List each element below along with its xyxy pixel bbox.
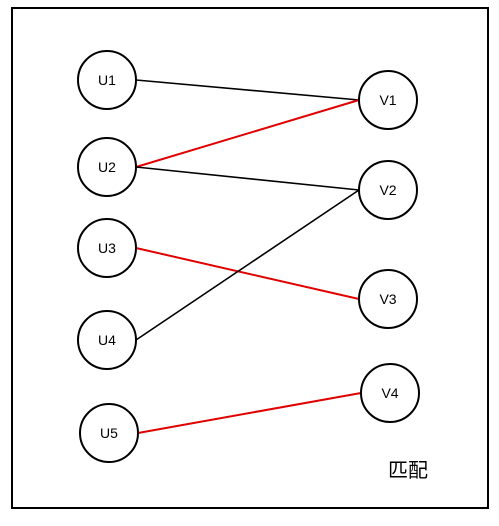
edges-layer [135,79,362,434]
node-circle [358,160,418,220]
node-label: U5 [100,425,118,441]
node-u1: U1 [77,50,137,110]
node-u3: U3 [77,218,137,278]
edge-u1-v1 [135,79,360,101]
node-label: V4 [381,385,398,401]
node-circle [79,403,139,463]
edge-u4-v2 [135,189,360,341]
node-label: U1 [98,72,116,88]
edge-u2-v2 [135,166,360,191]
node-u4: U4 [77,310,137,370]
node-label: U3 [98,240,116,256]
node-circle [77,50,137,110]
node-circle [77,310,137,370]
node-u2: U2 [77,137,137,197]
edge-u2-v1-matched [135,99,360,168]
edge-u3-v3-matched [135,247,360,300]
node-circle [77,137,137,197]
node-v2: V2 [358,160,418,220]
node-circle [358,269,418,329]
node-label: V1 [379,92,396,108]
node-label: U2 [98,159,116,175]
node-v3: V3 [358,269,418,329]
node-v4: V4 [360,363,420,423]
node-label: V3 [379,291,396,307]
node-label: V2 [379,182,396,198]
node-circle [77,218,137,278]
node-label: U4 [98,332,116,348]
edge-u5-v4-matched [137,392,362,434]
node-u5: U5 [79,403,139,463]
node-circle [360,363,420,423]
node-circle [358,70,418,130]
node-v1: V1 [358,70,418,130]
diagram-caption: 匹配 [388,458,428,482]
